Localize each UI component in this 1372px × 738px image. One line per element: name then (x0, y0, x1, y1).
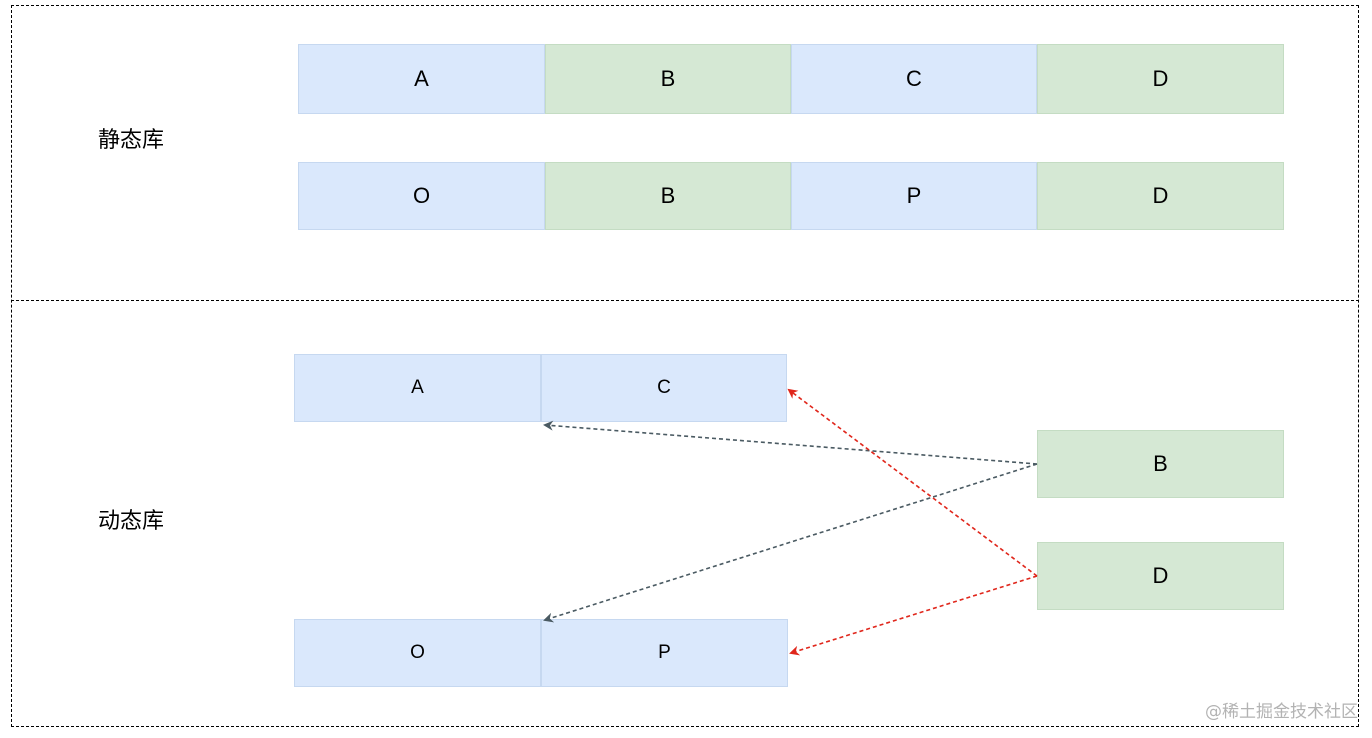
static-library-label: 静态库 (98, 128, 165, 153)
static-row2-cell-p: P (791, 162, 1037, 230)
dynamic-lib-op-cell-p: P (541, 619, 788, 687)
dynamic-lib-ac-cell-a: A (294, 354, 541, 422)
static-row2-cell-o: O (298, 162, 545, 230)
static-row1-cell-a: A (298, 44, 545, 114)
section-divider (11, 300, 1359, 301)
dynamic-lib-op-cell-o: O (294, 619, 541, 687)
static-row1-cell-c: C (791, 44, 1037, 114)
static-row2-cell-d: D (1037, 162, 1284, 230)
static-row1-cell-d: D (1037, 44, 1284, 114)
shared-library-d: D (1037, 542, 1284, 610)
static-row2-cell-b: B (545, 162, 791, 230)
shared-library-b: B (1037, 430, 1284, 498)
diagram-frame (11, 5, 1359, 727)
static-row1-cell-b: B (545, 44, 791, 114)
dynamic-library-label: 动态库 (98, 509, 165, 534)
watermark: @稀土掘金技术社区 (1205, 702, 1358, 722)
dynamic-lib-ac-cell-c: C (541, 354, 787, 422)
